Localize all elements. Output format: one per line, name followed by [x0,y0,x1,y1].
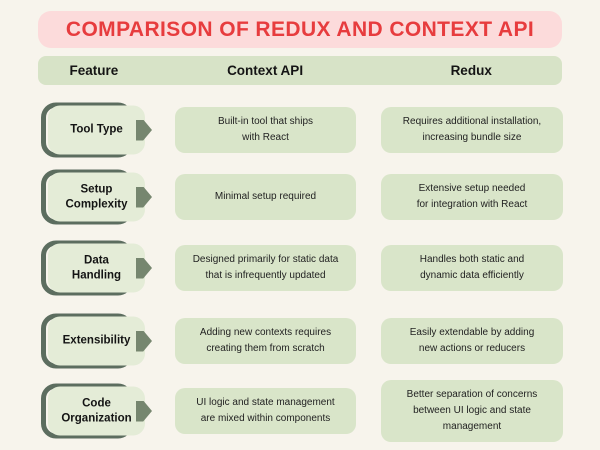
header-context-api: Context API [227,63,304,78]
table-header-row: Feature Context API Redux [38,56,562,85]
title-banner: COMPARISON OF REDUX AND CONTEXT API [38,11,562,48]
context-api-cell: Built-in tool that ships with React [175,107,356,153]
feature-badge: Data Handling [41,240,153,296]
redux-cell: Handles both static and dynamic data eff… [381,245,563,291]
redux-cell: Better separation of concerns between UI… [381,380,563,442]
table-row-code-organization: Code Organization UI logic and state man… [0,376,600,446]
arrow-right-icon [136,257,152,279]
redux-cell: Extensive setup needed for integration w… [381,174,563,220]
table-row-extensibility: Extensibility Adding new contexts requir… [0,306,600,376]
arrow-right-icon [136,186,152,208]
redux-cell: Requires additional installation, increa… [381,107,563,153]
feature-label-box: Setup Complexity [48,172,145,222]
feature-badge: Code Organization [41,383,153,439]
feature-label-box: Data Handling [48,243,145,293]
context-api-cell: UI logic and state management are mixed … [175,388,356,434]
header-feature: Feature [69,63,119,78]
page-title: COMPARISON OF REDUX AND CONTEXT API [65,17,535,41]
feature-label: Extensibility [62,334,131,347]
arrow-right-icon [136,330,152,352]
feature-label-box: Tool Type [48,105,145,155]
context-api-cell: Adding new contexts requires creating th… [175,318,356,364]
feature-label: Data Handling [71,254,122,281]
context-api-cell: Designed primarily for static data that … [175,245,356,291]
context-api-cell: Minimal setup required [175,174,356,220]
table-row-tool-type: Tool Type Built-in tool that ships with … [0,95,600,165]
arrow-right-icon [136,119,152,141]
feature-label: Tool Type [70,123,123,136]
header-redux: Redux [450,63,492,78]
feature-badge: Setup Complexity [41,169,153,225]
arrow-right-icon [136,400,152,422]
feature-label: Code Organization [61,397,132,424]
feature-label-box: Code Organization [48,386,145,436]
redux-cell: Easily extendable by adding new actions … [381,318,563,364]
feature-label: Setup Complexity [65,183,128,210]
feature-badge: Extensibility [41,313,153,369]
feature-badge: Tool Type [41,102,153,158]
table-row-data-handling: Data Handling Designed primarily for sta… [0,233,600,303]
feature-label-box: Extensibility [48,316,145,366]
table-row-setup-complexity: Setup Complexity Minimal setup required … [0,162,600,232]
